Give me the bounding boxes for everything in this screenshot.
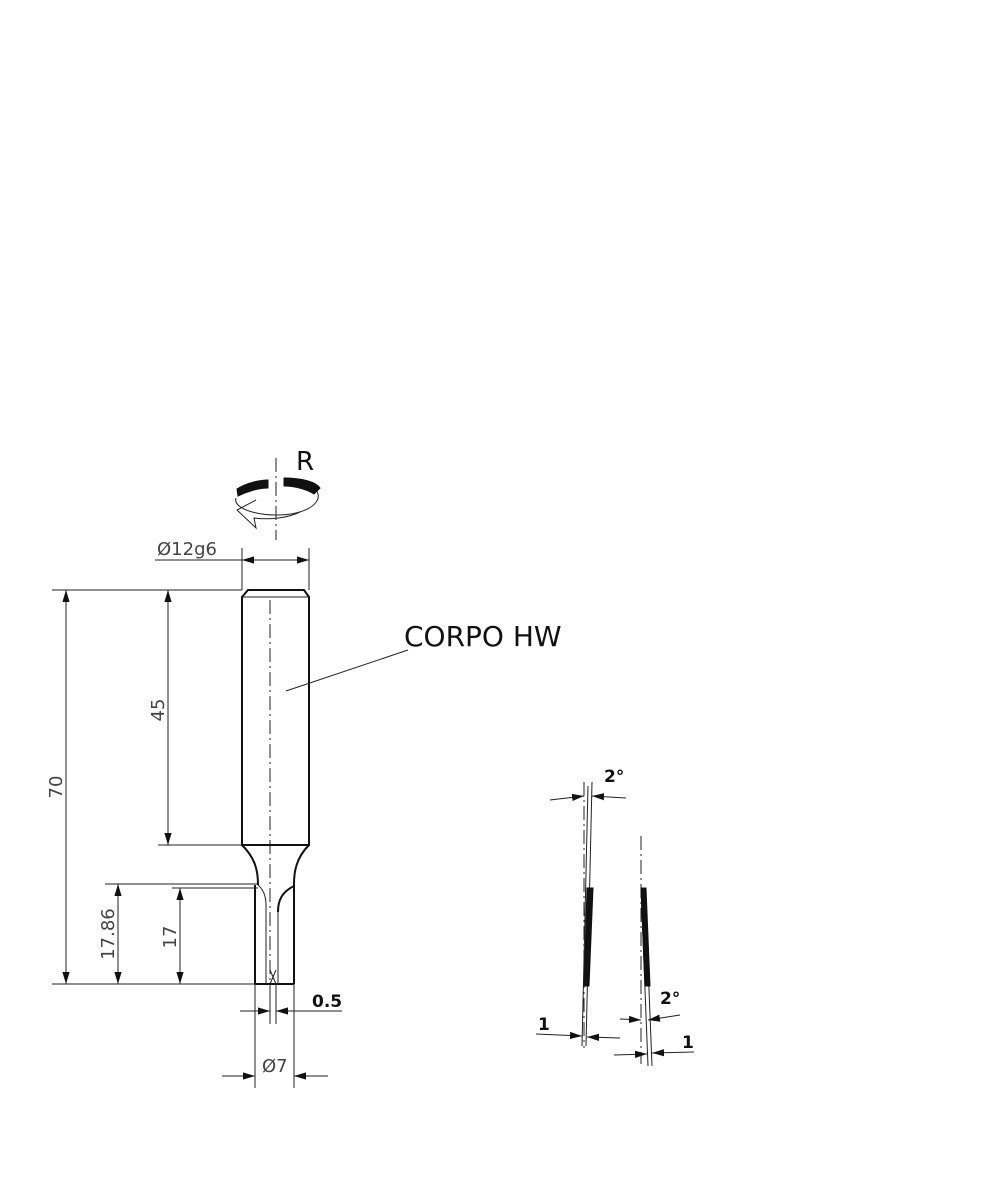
dim-flute-length-outer: 17.86: [98, 908, 119, 960]
dimension-overall-length: 70: [46, 589, 255, 985]
dim-width-b: 1: [682, 1033, 694, 1053]
dim-shank-length: 45: [148, 699, 169, 722]
part-label-leader: CORPO HW: [285, 620, 562, 692]
dimension-flute-length-outer: 17.86: [98, 883, 258, 984]
rotation-label: R: [296, 447, 314, 477]
detail-insert-right: 2° 1: [613, 836, 695, 1067]
dimension-cutting-diameter: Ø7: [222, 984, 328, 1088]
dim-clearance-angle-b: 2°: [660, 989, 680, 1009]
dimension-shank-length: 45: [148, 590, 242, 846]
dim-cutting-diameter: Ø7: [262, 1056, 288, 1077]
dim-overall-length: 70: [46, 776, 67, 799]
dim-width-a: 1: [538, 1015, 550, 1035]
part-label: CORPO HW: [404, 620, 562, 653]
dim-clearance-angle-a: 2°: [604, 767, 624, 787]
rotation-direction-symbol: R: [235, 447, 321, 530]
dimension-shank-diameter: Ø12g6: [155, 539, 310, 590]
dim-edge-offset: 0.5: [312, 992, 342, 1012]
dim-shank-diameter: Ø12g6: [157, 539, 217, 560]
dimension-flute-length: 17: [160, 887, 258, 984]
tool-body: [241, 458, 310, 1000]
dim-flute-length: 17: [160, 926, 181, 949]
detail-insert-left: 2° 1: [535, 767, 627, 1048]
dimension-edge-offset: 0.5: [240, 984, 342, 1024]
